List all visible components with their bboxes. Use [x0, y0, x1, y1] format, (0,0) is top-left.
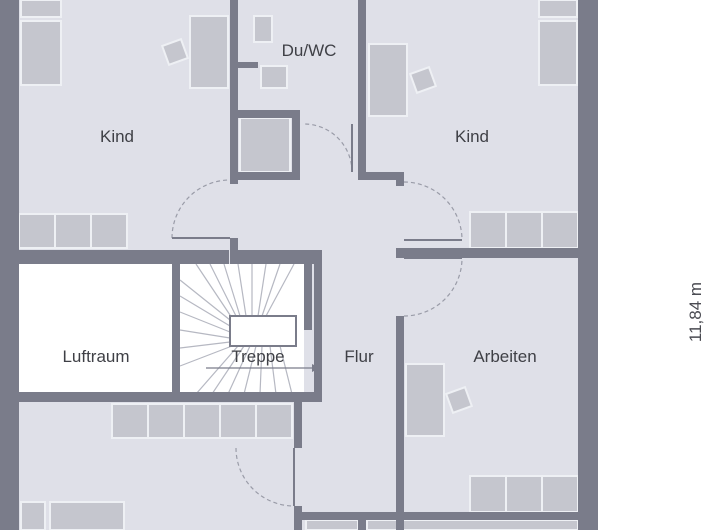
wall-v-mid-upper: [358, 0, 366, 180]
bed-top-right-2: [538, 20, 578, 86]
bed-top-right: [538, 0, 578, 18]
wardrobe-left-3: [90, 213, 128, 249]
label-flur: Flur: [344, 347, 374, 366]
label-du-wc: Du/WC: [282, 41, 337, 60]
door-kind-right: [403, 181, 463, 241]
cabinet-arbeiten-3: [541, 475, 579, 513]
wardrobe-right-3: [541, 211, 579, 249]
stair-treads: [179, 263, 295, 395]
walls: [0, 0, 598, 530]
dimension-label: 11,84 m: [686, 282, 705, 342]
washbasin: [253, 15, 273, 43]
wall-v-stair-right: [304, 264, 312, 330]
cabinet-bottom-3: [183, 403, 221, 439]
desk-left: [189, 15, 229, 89]
wall-h-lower-left: [19, 392, 322, 402]
cabinet-bottom-4: [219, 403, 257, 439]
door-bottom: [235, 447, 295, 507]
wall-h-bottom-mid: [358, 512, 366, 530]
cabinet-bottom-5: [255, 403, 293, 439]
wardrobe-right: [469, 211, 507, 249]
cabinet-bottom-right: [305, 519, 359, 530]
cabinet-bottom: [111, 403, 149, 439]
wall-left-outer: [0, 0, 19, 530]
wardrobe-right-2: [505, 211, 543, 249]
toilet: [260, 65, 288, 89]
shower: [239, 117, 291, 173]
door-kind-left: [171, 179, 231, 239]
wall-h-mid-right: [396, 248, 578, 258]
chair-right: [408, 65, 438, 95]
cabinet-bottom-2: [147, 403, 185, 439]
chair-left: [160, 37, 190, 67]
bed-top-left: [20, 0, 62, 18]
wardrobe-left: [18, 213, 56, 249]
wall-v-left-upper: [230, 0, 238, 184]
label-arbeiten: Arbeiten: [473, 347, 536, 366]
wall-bath-stub: [236, 62, 258, 68]
door-arbeiten: [403, 257, 463, 317]
door-swings: [171, 123, 463, 507]
stair-landing: [229, 315, 297, 347]
label-luftraum: Luftraum: [62, 347, 129, 366]
staircase: [179, 263, 320, 395]
label-kind-right: Kind: [455, 127, 489, 146]
cabinet-arbeiten: [469, 475, 507, 513]
cabinet-arbeiten-2: [505, 475, 543, 513]
desk-arbeiten: [405, 363, 445, 437]
wall-v-stair-left: [172, 264, 180, 402]
bed-bottom-left: [20, 501, 46, 530]
wall-bath-inner-v: [292, 110, 300, 178]
wall-h-stair-top: [230, 250, 322, 264]
wall-bath-bottom: [230, 172, 300, 180]
bed-top-left-2: [20, 20, 62, 86]
wall-bath-inner: [236, 110, 292, 118]
wall-v-lower: [294, 402, 302, 448]
wall-h-bottom: [294, 506, 302, 530]
wall-h-mid-left: [19, 250, 229, 264]
wall-v-arbeiten: [396, 316, 404, 530]
bed-bottom-left-2: [49, 501, 125, 530]
wardrobe-left-2: [54, 213, 92, 249]
wall-right-room-v: [396, 172, 404, 186]
wall-right-outer: [578, 0, 598, 530]
chair-arbeiten: [444, 385, 474, 415]
wall-h-bottom-right: [302, 512, 578, 520]
label-treppe: Treppe: [231, 347, 284, 366]
wall-v-stair-right-2: [314, 260, 322, 400]
luftraum-void: [19, 264, 172, 392]
label-kind-left: Kind: [100, 127, 134, 146]
desk-right: [368, 43, 408, 117]
wall-right-room-bottom: [358, 172, 404, 180]
